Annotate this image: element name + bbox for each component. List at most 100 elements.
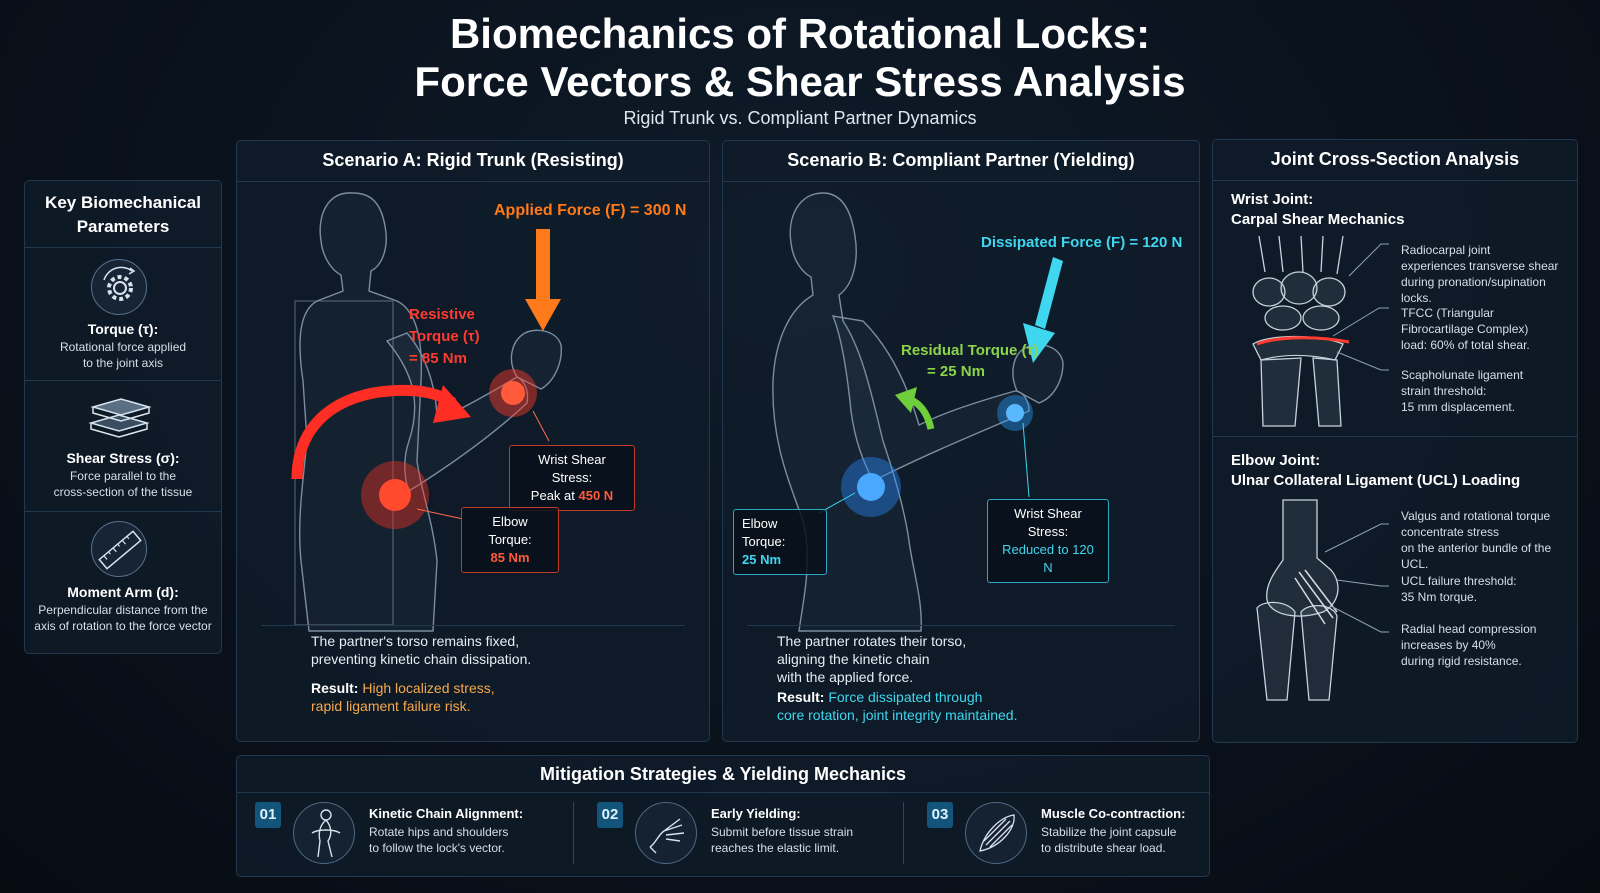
elbow-torque-label: Elbow Torque: [742, 516, 786, 549]
elbow-note-1-line3: on the anterior bundle of the UCL. [1401, 541, 1552, 571]
param-desc-torque-2: to the joint axis [82, 356, 164, 370]
divider [25, 247, 221, 248]
scenario-b-result-1: Result: Force dissipated through [777, 688, 982, 706]
scenario-a-figure [291, 192, 562, 632]
divider [723, 181, 1199, 182]
scenario-a-panel: Scenario A: Rigid Trunk (Resisting) Appl… [236, 140, 710, 742]
elbow-note-3-line2: increases by 40% [1401, 638, 1496, 652]
elbow-torque-value: 85 Nm [490, 550, 530, 565]
page-title-line1: Biomechanics of Rotational Locks: [449, 10, 1151, 57]
param-desc-shear-2: cross-section of the tissue [53, 485, 193, 499]
page-title-line2: Force Vectors & Shear Stress Analysis [414, 58, 1186, 105]
resistive-torque-line3: = 85 Nm [409, 350, 467, 367]
divider [25, 511, 221, 512]
mitigation-item-1-title: Kinetic Chain Alignment: [369, 806, 524, 821]
result-label: Result: [777, 689, 825, 705]
divider [1213, 436, 1577, 437]
joint-analysis-panel: Joint Cross-Section Analysis Wrist Joint… [1212, 139, 1578, 743]
divider [1213, 180, 1577, 181]
wrist-leader-lines [1332, 243, 1389, 371]
scenario-a-desc-1: The partner's torso remains fixed, [311, 633, 520, 649]
divider [747, 625, 1175, 626]
scenario-a-desc-2: preventing kinetic chain dissipation. [311, 651, 532, 667]
elbow-note-3-line1: Radial head compression [1401, 622, 1537, 636]
resistive-torque-line2: Torque (τ) [409, 328, 480, 345]
body-rotation-icon [293, 802, 355, 864]
mitigation-item-2-desc-1: Submit before tissue strain [711, 825, 854, 839]
mitigation-panel: Mitigation Strategies & Yielding Mechani… [236, 755, 1210, 877]
wrist-joint-head-1: Wrist Joint: [1231, 191, 1314, 208]
wrist-note-2-line2: Fibrocartilage Complex) [1401, 322, 1529, 336]
scenario-a-title: Scenario A: Rigid Trunk (Resisting) [322, 150, 624, 170]
scenario-b-result-2: core rotation, joint integrity maintaine… [777, 707, 1018, 723]
param-title-moment-arm: Moment Arm (d): [67, 584, 179, 600]
param-desc-moment-arm-1: Perpendicular distance from the [38, 603, 208, 617]
shear-layers-icon [85, 393, 153, 443]
param-desc-moment-arm-2: axis of rotation to the force vector [34, 619, 212, 633]
elbow-bone-illustration [1256, 499, 1339, 701]
mitigation-item-3-desc-1: Stabilize the joint capsule [1041, 825, 1177, 839]
divider [237, 792, 1209, 793]
dissipated-force-label: Dissipated Force (F) = 120 N [981, 234, 1183, 251]
scenario-b-desc-1: The partner rotates their torso, [777, 633, 967, 649]
joint-analysis-title: Joint Cross-Section Analysis [1270, 149, 1520, 169]
param-title-torque: Torque (τ): [87, 321, 159, 337]
elbow-torque-value: 25 Nm [742, 552, 782, 567]
wrist-shear-callout: Wrist Shear Stress: Peak at 450 N [509, 445, 635, 511]
mitigation-item-3-title: Muscle Co-contraction: [1041, 806, 1186, 821]
elbow-torque-callout: Elbow Torque: 25 Nm [733, 509, 827, 575]
scenario-a-result-1: Result: High localized stress, [311, 679, 495, 697]
resistive-torque-line1: Resistive [409, 306, 475, 323]
resistive-torque-arrow [291, 384, 471, 480]
mitigation-item-2-desc-2: reaches the elastic limit. [711, 841, 840, 855]
result-label: Result: [311, 680, 359, 696]
ruler-icon [91, 521, 147, 577]
elbow-torque-callout: Elbow Torque: 85 Nm [461, 507, 559, 573]
step-number-03: 03 [927, 802, 953, 828]
hand-tap-icon [635, 802, 697, 864]
residual-torque-line2: = 25 Nm [927, 363, 985, 380]
parameters-panel: Key Biomechanical Parameters Torque (τ):… [24, 180, 222, 654]
divider [573, 802, 574, 864]
wrist-shear-callout: Wrist Shear Stress: Reduced to 120 N [987, 499, 1109, 583]
wrist-shear-value: Peak at 450 N [530, 488, 614, 503]
residual-torque-line1: Residual Torque (τ) [901, 342, 1039, 359]
elbow-note-2-line2: 35 Nm torque. [1401, 590, 1478, 604]
residual-torque-arrow [895, 387, 935, 430]
dissipated-force-arrow [1023, 257, 1063, 363]
scenario-b-desc-3: with the applied force. [777, 669, 914, 685]
wrist-note-1-line3: during pronation/supination locks. [1401, 275, 1546, 305]
result-text: High localized stress, [362, 680, 495, 696]
muscle-icon [965, 802, 1027, 864]
param-desc-torque-1: Rotational force applied [59, 340, 187, 354]
param-title-shear: Shear Stress (σ): [66, 450, 180, 466]
step-number-01: 01 [255, 802, 281, 828]
wrist-note-3-line1: Scapholunate ligament [1401, 368, 1524, 382]
elbow-joint-head-2: Ulnar Collateral Ligament (UCL) Loading [1231, 472, 1521, 489]
result-text: Force dissipated through [828, 689, 983, 705]
step-number-02: 02 [597, 802, 623, 828]
elbow-leader-lines [1324, 523, 1389, 633]
scenario-a-result-2: rapid ligament failure risk. [311, 698, 471, 714]
divider [25, 380, 221, 381]
wrist-note-2-line3: load: 60% of total shear. [1401, 338, 1530, 352]
scenario-b-title: Scenario B: Compliant Partner (Yielding) [787, 150, 1135, 170]
elbow-torque-label: Elbow Torque: [488, 514, 532, 547]
torque-gear-icon [91, 259, 147, 315]
mitigation-item-1-desc-2: to follow the lock's vector. [369, 841, 505, 855]
mitigation-title: Mitigation Strategies & Yielding Mechani… [539, 764, 907, 784]
mitigation-item-3-desc-2: to distribute shear load. [1041, 841, 1166, 855]
page-subtitle: Rigid Trunk vs. Compliant Partner Dynami… [623, 108, 977, 128]
wrist-shear-label: Wrist Shear Stress: [538, 452, 606, 485]
elbow-note-3-line3: during rigid resistance. [1401, 654, 1522, 668]
wrist-shear-label: Wrist Shear Stress: [1014, 506, 1082, 539]
elbow-note-1-line1: Valgus and rotational torque [1401, 509, 1551, 523]
applied-force-label: Applied Force (F) = 300 N [494, 202, 687, 219]
param-desc-shear-1: Force parallel to the [69, 469, 177, 483]
wrist-bone-illustration [1252, 235, 1350, 427]
elbow-note-2-line1: UCL failure threshold: [1401, 574, 1517, 588]
wrist-note-3-line3: 15 mm displacement. [1401, 400, 1516, 414]
scenario-b-panel: Scenario B: Compliant Partner (Yielding)… [722, 140, 1200, 742]
wrist-joint-head-2: Carpal Shear Mechanics [1231, 211, 1405, 228]
wrist-note-1-line2: experiences transverse shear [1401, 259, 1559, 273]
